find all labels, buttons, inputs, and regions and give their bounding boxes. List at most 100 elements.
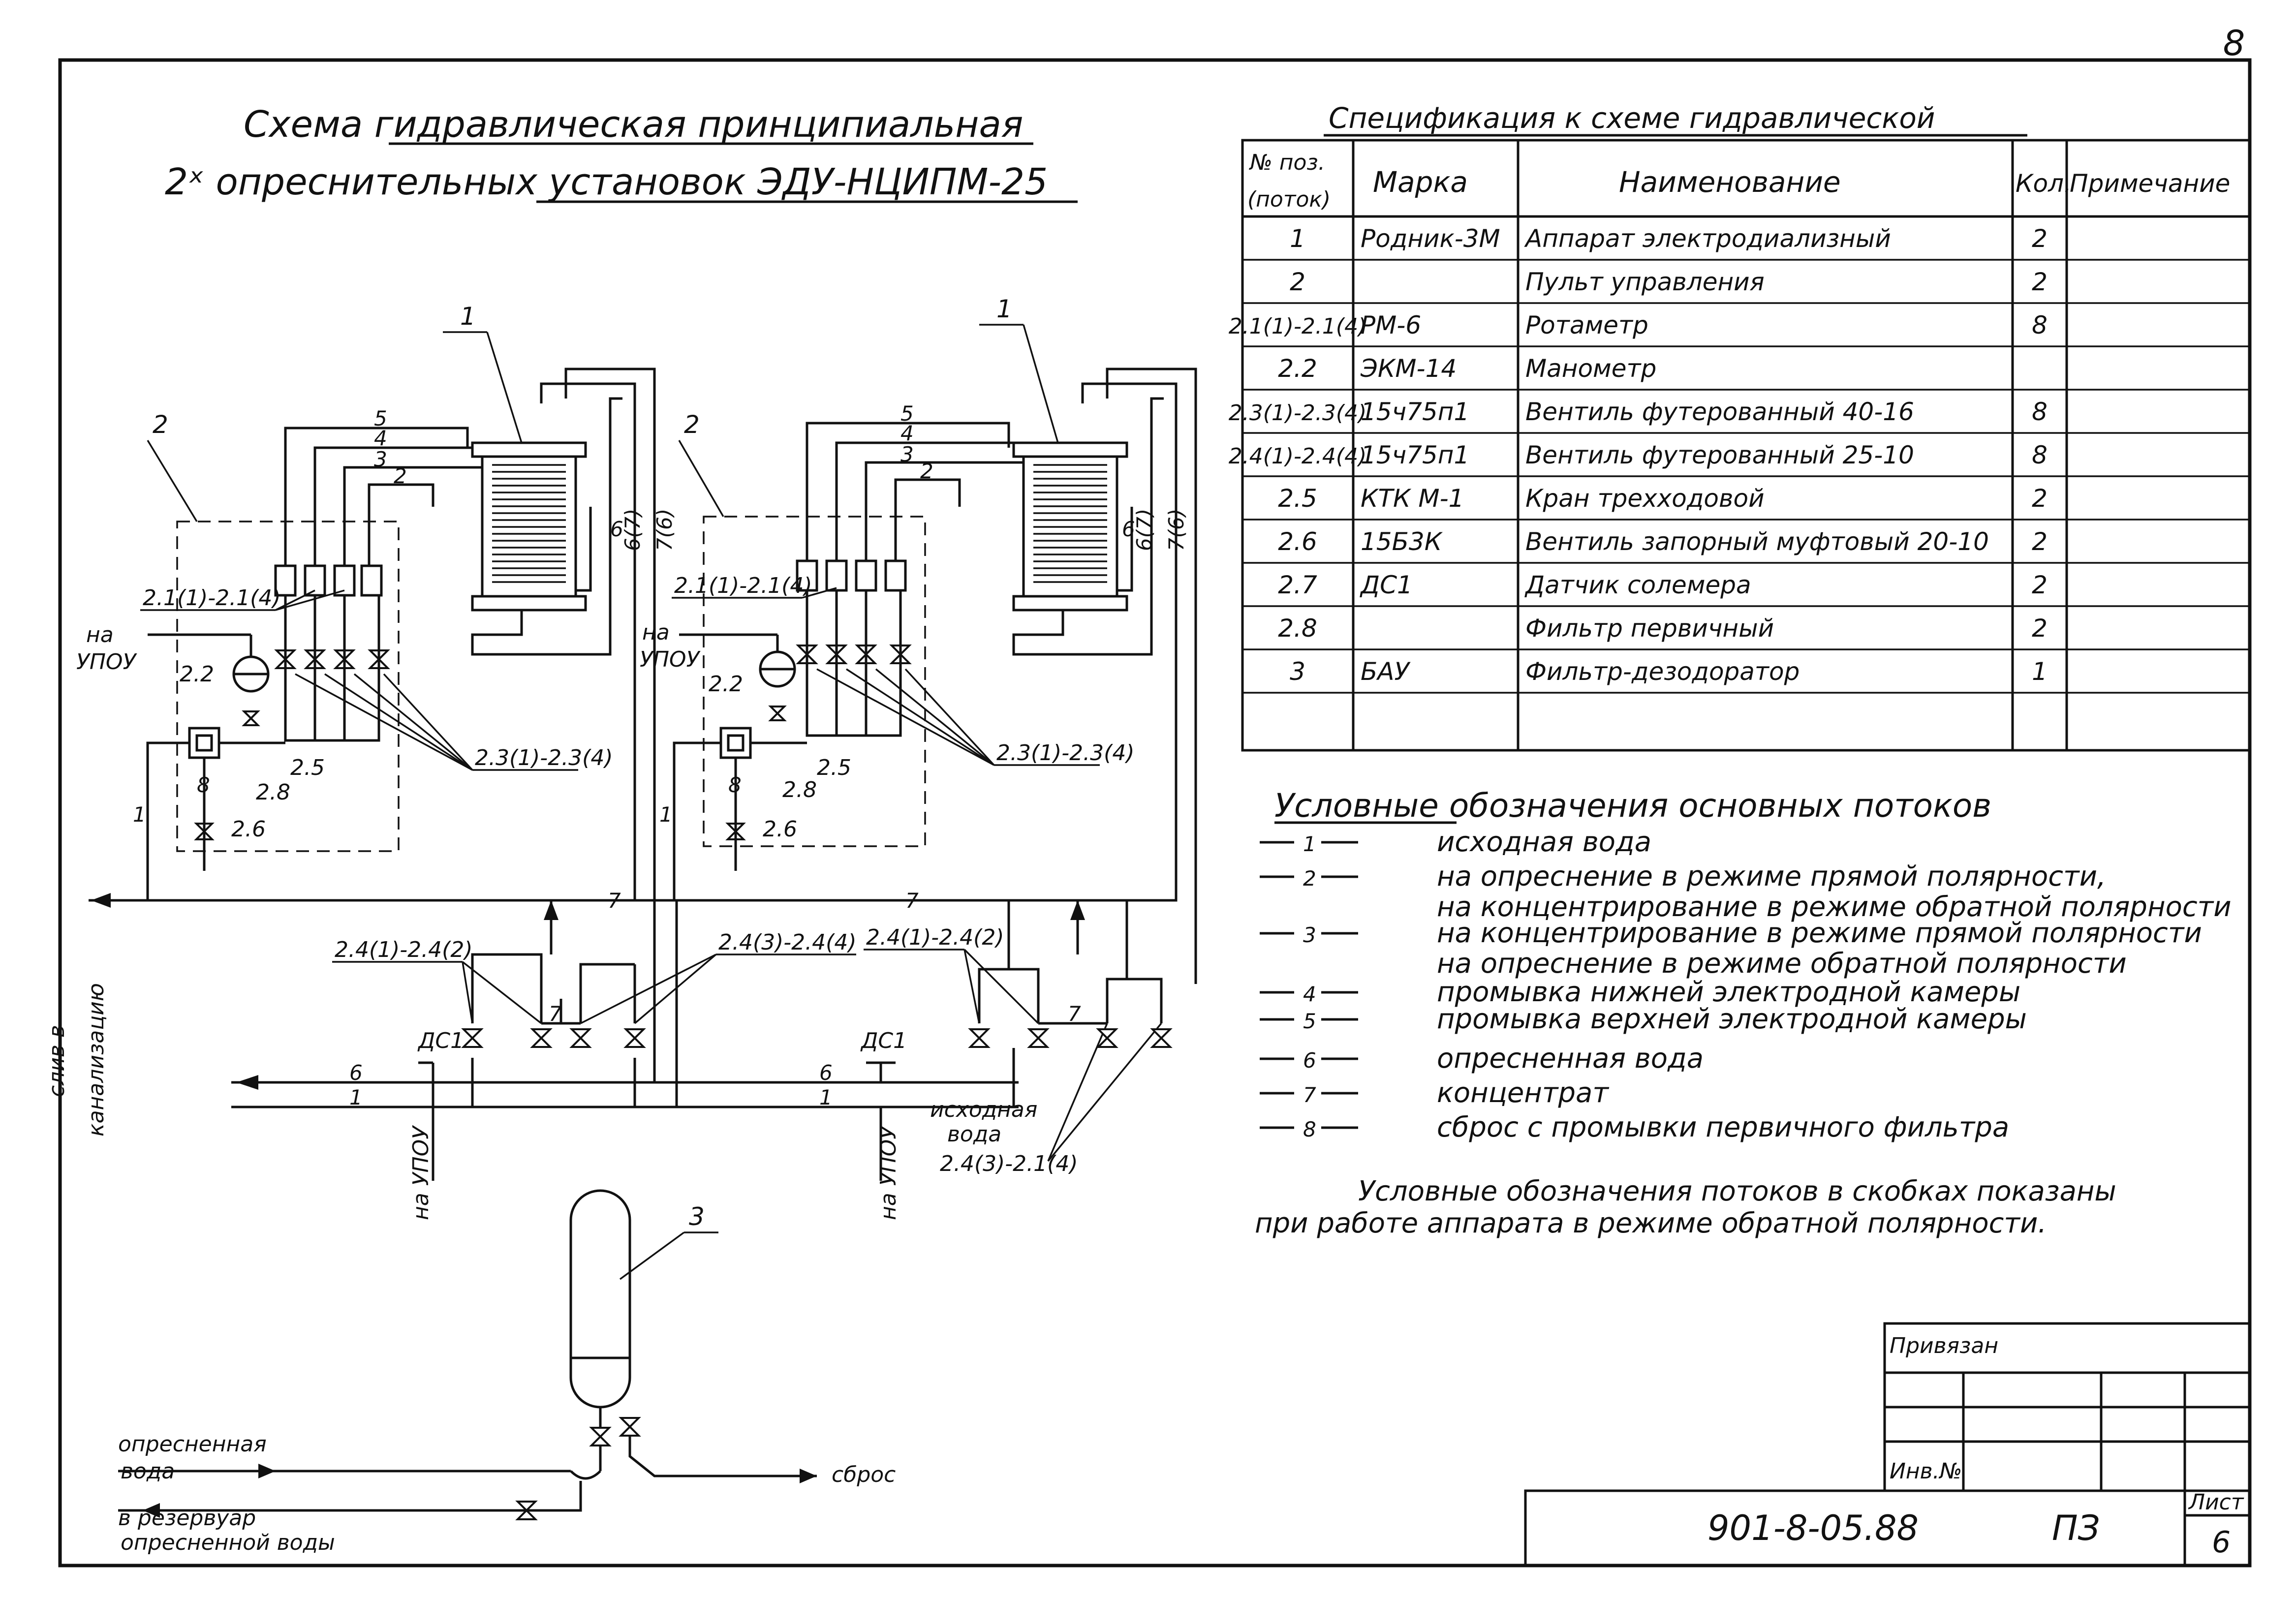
flow-tag-4b: 4: [900, 421, 914, 445]
prefilter-a-label: 2.8: [256, 780, 290, 805]
stamp-bound: Привязан: [1890, 1333, 1998, 1358]
title-line-1: Схема гидравлическая принципиальная: [244, 103, 1023, 146]
legend-flow-text: концентрат: [1437, 1077, 1609, 1109]
to-upou-b-2: УПОУ: [640, 647, 701, 672]
filter-deodorizer-vessel: [569, 1189, 631, 1409]
filter-deodorizer-label: 3: [689, 1202, 705, 1231]
spec-header-mark: Марка: [1373, 165, 1468, 199]
legend-flow-text: сброс с промывки первичного фильтра: [1437, 1111, 2009, 1143]
spec-cell-qty: 2: [2032, 224, 2048, 253]
valves-2-3-b-label: 2.3(1)-2.3(4): [996, 740, 1134, 766]
apparatus-b-label: 1: [996, 295, 1012, 323]
valve-20-a-label: 2.6: [231, 817, 266, 842]
spec-cell-pos: 2.1(1)-2.1(4): [1229, 314, 1366, 339]
filter-deodorizer: 3 сброс опресненная вода в резервуар опр…: [118, 1028, 1173, 1555]
flow-tag-7: 7: [608, 889, 621, 913]
flow-tag-7b: 7: [905, 889, 919, 913]
spec-cell-mark: 15ч75п1: [1361, 441, 1469, 469]
title-block: Привязан Инв.№ 901-8-05.88 ПЗ Лист 6: [1524, 1322, 2251, 1567]
manometer-b-label: 2.2: [709, 672, 743, 697]
spec-cell-pos: 2.4(1)-2.4(4): [1229, 444, 1366, 469]
apparatus-a-stack: [492, 464, 566, 583]
drain-label-2: канализацию: [84, 983, 109, 1137]
spec-cell-name: Вентиль запорный муфтовый 20-10: [1525, 527, 1989, 556]
valve-20-b-label: 2.6: [763, 817, 797, 842]
stamp-sheet-label: Лист: [2188, 1490, 2244, 1515]
legend-flow-number: 4: [1303, 982, 1316, 1006]
spec-cell-name: Датчик солемера: [1524, 571, 1751, 599]
riser-b-67: 6(7): [1132, 509, 1156, 551]
flow-tag-6: 6: [349, 1061, 363, 1085]
spec-cell-mark: РМ-6: [1361, 311, 1421, 339]
rotameters-a: [274, 564, 383, 597]
spec-header-name: Наименование: [1619, 165, 1841, 199]
spec-cell-pos: 2.6: [1278, 527, 1317, 556]
valves-2-3-b: [725, 645, 912, 840]
to-upou-b-1: на: [642, 620, 670, 645]
manometer-a-label: 2.2: [180, 662, 214, 687]
spec-cell-qty: 2: [2032, 268, 2048, 296]
legend-flow-text: промывка верхней электродной камеры: [1437, 1003, 2027, 1035]
reservoir-2: опресненной воды: [121, 1530, 335, 1555]
unit-a: 2 1 5 4 3 2 2: [76, 302, 856, 1220]
flow-tag-4a: 4: [374, 426, 387, 450]
spec-cell-name: Фильтр первичный: [1525, 614, 1774, 643]
drawing-title: Схема гидравлическая принципиальная 2ˣ о…: [165, 103, 1078, 203]
cock-a-label: 2.5: [290, 755, 325, 780]
spec-cell-name: Вентиль футерованный 40-16: [1525, 398, 1914, 426]
legend-flow-number: 3: [1303, 923, 1316, 947]
spec-cell-qty: 8: [2032, 311, 2048, 339]
legend-flow-text-2: на опреснение в режиме обратной полярнос…: [1437, 948, 2127, 980]
flow-tag-7-low-b: 7: [1068, 1002, 1081, 1026]
flow-tag-5b: 5: [900, 401, 914, 426]
valves-2-4c2-label: 2.4(3)-2.1(4): [940, 1151, 1078, 1176]
legend-title: Условные обозначения основных потоков: [1274, 787, 1991, 825]
spec-cell-qty: 2: [2032, 484, 2048, 513]
spec-cell-mark: 15ч75п1: [1361, 398, 1469, 426]
title-line-2: 2ˣ опреснительных установок ЭДУ-НЦИПМ-25: [165, 161, 1048, 203]
spec-header-pos-2: (поток): [1247, 187, 1331, 212]
specification-table: Спецификация к схеме гидравлической № по…: [1229, 101, 2251, 752]
legend-flow-text-2: на концентрирование в режиме обратной по…: [1437, 891, 2232, 923]
legend-flow-number: 5: [1303, 1009, 1316, 1033]
legend-note-1: Условные обозначения потоков в скобках п…: [1358, 1175, 2116, 1207]
source-water-2: вода: [947, 1122, 1001, 1147]
discharge-label: сброс: [832, 1462, 896, 1487]
flow-tag-1: 1: [349, 1085, 363, 1109]
valves-2-3-a-label: 2.3(1)-2.3(4): [475, 745, 613, 770]
spec-cell-qty: 1: [2032, 657, 2048, 686]
drain-label-1: слив в: [44, 1025, 69, 1097]
stamp-code: 901-8-05.88: [1707, 1508, 1919, 1548]
spec-header-pos-1: № поз.: [1248, 150, 1325, 175]
legend-flow-number: 1: [1303, 832, 1316, 856]
sensor-a-label: ДС1: [417, 1028, 464, 1053]
valves-2-4c-label: 2.4(1)-2.4(2): [866, 925, 1004, 950]
sensor-b-label: ДС1: [860, 1028, 907, 1053]
rotameters-a-label: 2.1(1)-2.1(4): [143, 585, 280, 611]
sheet-corner-number: 8: [2223, 23, 2245, 63]
spec-cell-pos: 2.2: [1278, 354, 1317, 383]
spec-cell-mark: ДС1: [1360, 571, 1413, 599]
flow-tag-1-rise-a: 1: [133, 802, 146, 827]
spec-cell-pos: 3: [1290, 657, 1305, 686]
cock-b-label: 2.5: [817, 755, 851, 780]
spec-cell-mark: ЭКМ-14: [1360, 354, 1457, 383]
to-upou-b-vert: на УПОУ: [876, 1125, 901, 1220]
flow-tag-2b: 2: [920, 459, 933, 483]
sheet-frame: [58, 58, 2252, 1567]
spec-cell-name: Фильтр-дезодоратор: [1525, 657, 1800, 686]
spec-cell-mark: Родник-3М: [1361, 224, 1500, 253]
valves-2-4b-label: 2.4(3)-2.4(4): [718, 930, 856, 955]
spec-cell-pos: 2: [1290, 268, 1305, 296]
prefilter-b-label: 2.8: [782, 777, 817, 802]
legend-flow-text: исходная вода: [1437, 826, 1651, 858]
riser-a-6: 6: [610, 517, 623, 541]
spec-cell-qty: 8: [2032, 398, 2048, 426]
desalted-water-2: вода: [121, 1459, 175, 1484]
spec-cell-mark: КТК М-1: [1361, 484, 1464, 513]
legend-flow-number: 7: [1303, 1083, 1316, 1107]
apparatus-b-stack: [1033, 464, 1107, 583]
hydraulic-diagram: 7 7 6 6 1 1 слив в канализацию 2 1: [44, 295, 1197, 1555]
spec-cell-pos: 2.3(1)-2.3(4): [1229, 400, 1366, 426]
